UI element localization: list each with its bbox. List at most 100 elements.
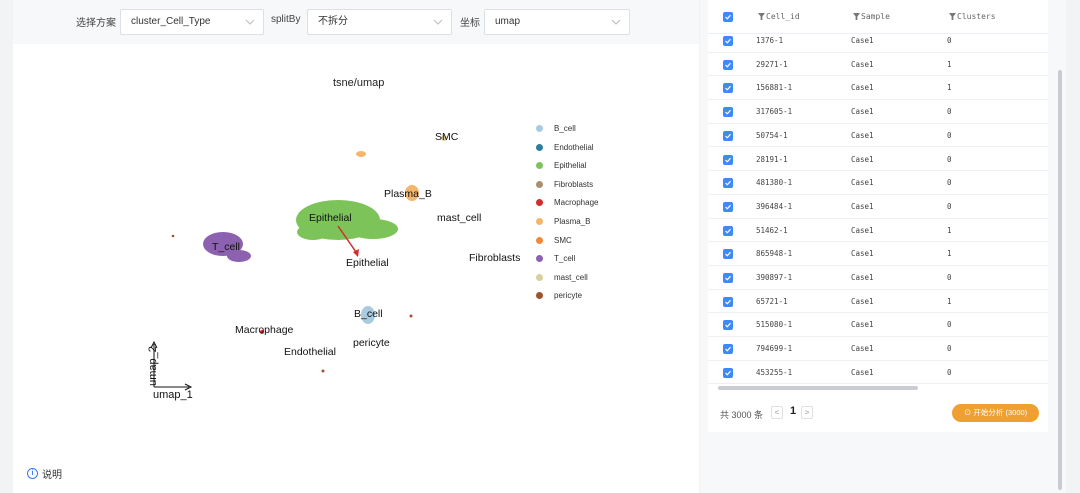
row-checkbox[interactable] — [723, 273, 733, 283]
cluster-epithelial — [297, 224, 329, 240]
row-checkbox[interactable] — [723, 107, 733, 118]
cell-sample: Case1 — [851, 367, 874, 377]
y-axis-arrowhead — [150, 340, 158, 349]
row-checkbox[interactable] — [723, 154, 733, 165]
vertical-scrollbar[interactable] — [1058, 70, 1062, 490]
scheme-select[interactable]: cluster_Cell_Type — [120, 9, 264, 35]
row-checkbox[interactable] — [723, 296, 733, 307]
check-icon — [725, 299, 731, 305]
check-icon — [725, 228, 731, 234]
cell-id: 50754-1 — [756, 130, 788, 140]
legend-label: SMC — [554, 235, 572, 245]
cell-cluster: 0 — [947, 154, 952, 164]
cell-id: 51462-1 — [756, 225, 788, 235]
cell-cluster: 0 — [947, 320, 952, 330]
y-axis-label: umap_2 — [146, 346, 159, 386]
row-checkbox[interactable] — [723, 178, 733, 189]
check-icon — [725, 133, 731, 139]
help-note[interactable]: i 说明 — [27, 466, 62, 481]
row-checkbox[interactable] — [723, 249, 733, 260]
row-checkbox[interactable] — [723, 367, 733, 378]
legend-swatch — [536, 217, 543, 225]
row-checkbox[interactable] — [723, 36, 733, 46]
cluster-pericyte — [409, 314, 413, 318]
filter-icon[interactable] — [949, 13, 956, 20]
start-analysis-label: 开始分析 (3000) — [973, 408, 1028, 417]
cell-cluster: 0 — [947, 130, 952, 140]
horizontal-scrollbar[interactable] — [718, 386, 1038, 390]
row-checkbox[interactable] — [723, 59, 733, 70]
prev-page-button[interactable]: < — [771, 406, 783, 419]
plot-toolbar: 选择方案 cluster_Cell_Type splitBy 不拆分 坐标 um… — [13, 0, 699, 44]
column-header-clusters[interactable]: Clusters — [949, 12, 996, 21]
cell-cluster: 0 — [947, 178, 952, 188]
coord-select[interactable]: umap — [484, 9, 630, 35]
column-header-cell-id[interactable]: Cell_id — [758, 12, 800, 21]
split-select[interactable]: 不拆分 — [307, 9, 452, 35]
legend-label: mast_cell — [554, 272, 588, 282]
row-checkbox[interactable] — [723, 201, 733, 212]
row-checkbox[interactable] — [723, 83, 733, 94]
cell-id: 515080-1 — [756, 320, 793, 330]
start-analysis-button[interactable]: ⊙ 开始分析 (3000) — [952, 404, 1039, 422]
row-checkbox[interactable] — [723, 320, 733, 331]
select-all-checkbox[interactable] — [723, 12, 733, 22]
legend-swatch — [536, 236, 543, 244]
cell-id: 65721-1 — [756, 296, 788, 306]
scheme-select-value: cluster_Cell_Type — [131, 16, 211, 27]
cell-cluster: 1 — [947, 249, 952, 259]
cell-sample: Case1 — [851, 201, 874, 211]
filter-icon[interactable] — [853, 13, 860, 20]
row-checkbox[interactable] — [723, 344, 733, 355]
check-icon — [725, 275, 731, 281]
cell-sample: Case1 — [851, 344, 874, 354]
legend-label: Fibroblasts — [554, 179, 594, 189]
column-header-sample[interactable]: Sample — [853, 12, 890, 21]
row-checkbox[interactable] — [723, 225, 733, 236]
current-page[interactable]: 1 — [790, 405, 797, 417]
info-icon: i — [27, 468, 38, 479]
cluster-label: B_cell — [354, 308, 383, 320]
cluster-label: SMC — [435, 131, 459, 143]
cluster-macrophage — [260, 330, 264, 334]
cell-id: 865948-1 — [756, 249, 793, 259]
filter-icon[interactable] — [758, 13, 765, 20]
x-axis-label: umap_1 — [153, 389, 193, 401]
row-checkbox[interactable] — [723, 130, 733, 141]
horizontal-scrollbar-thumb[interactable] — [718, 386, 918, 390]
cluster-label: mast_cell — [437, 212, 482, 224]
cluster-plasma-b-small — [356, 151, 366, 157]
cell-id: 453255-1 — [756, 367, 793, 377]
cluster-fibroblasts — [171, 234, 175, 238]
split-label: splitBy — [271, 14, 301, 25]
legend-label: Epithelial — [554, 161, 587, 171]
plot-panel: 选择方案 cluster_Cell_Type splitBy 不拆分 坐标 um… — [13, 0, 699, 493]
next-page-button[interactable]: > — [801, 406, 813, 419]
cell-cluster: 0 — [947, 36, 952, 45]
check-icon — [725, 370, 731, 376]
legend-swatch — [536, 125, 543, 132]
cell-sample: Case1 — [851, 83, 874, 93]
cell-cluster: 1 — [947, 225, 952, 235]
cluster-label: pericyte — [353, 337, 390, 349]
scheme-label: 选择方案 — [76, 18, 116, 29]
epithelial-arrowhead — [353, 249, 359, 257]
legend-swatch — [536, 143, 543, 151]
cluster-smc — [441, 135, 447, 141]
check-icon — [725, 62, 731, 68]
